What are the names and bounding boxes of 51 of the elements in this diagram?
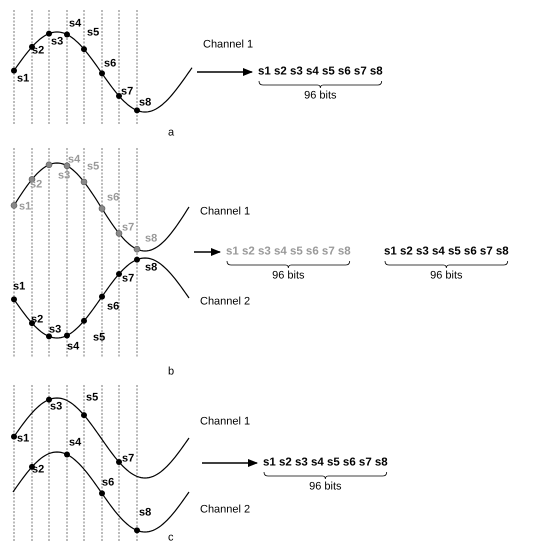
- channel-label: Channel 1: [200, 416, 250, 428]
- sample-label: s6: [107, 302, 120, 312]
- bit-count-label: 96 bits: [430, 270, 463, 282]
- sample-label: s7: [121, 86, 134, 98]
- sample-label: s3: [51, 36, 64, 48]
- sample-label: s1: [19, 202, 32, 212]
- sample-label: s6: [102, 478, 114, 488]
- sample-label: s7: [122, 274, 134, 284]
- sample-label: s5: [87, 162, 100, 172]
- channel-label: Channel 1: [203, 40, 254, 50]
- arrow: [197, 68, 253, 76]
- bit-sequence: s1 s2 s3 s4 s5 s6 s7 s8: [226, 246, 351, 258]
- sample-label: s1: [13, 282, 26, 292]
- arrow: [194, 248, 221, 256]
- waveform-drawing: [11, 384, 190, 542]
- sample-label: s7: [122, 222, 134, 234]
- sample-label: s5: [87, 28, 100, 38]
- bit-sequence: s1 s2 s3 s4 s5 s6 s7 s8: [258, 66, 383, 78]
- sample-label: s1: [17, 74, 30, 84]
- sample-label: s6: [107, 192, 120, 204]
- sample-label: s4: [68, 154, 80, 166]
- channel-label: Channel 2: [200, 504, 250, 516]
- bit-count-label: 96 bits: [304, 90, 337, 102]
- sample-label: s7: [122, 454, 134, 464]
- sample-label: s8: [145, 234, 158, 244]
- waveform-drawing: [11, 10, 192, 126]
- sample-label: s2: [30, 180, 42, 190]
- sample-label: s8: [139, 98, 152, 108]
- sample-label: s5: [93, 332, 106, 344]
- sample-label: s4: [67, 342, 80, 352]
- panel-label: a: [168, 128, 174, 138]
- bit-count-label: 96 bits: [272, 270, 305, 282]
- panel-label: c: [168, 532, 174, 543]
- bit-sequence: s1 s2 s3 s4 s5 s6 s7 s8: [263, 457, 388, 469]
- arrow: [202, 459, 258, 467]
- bit-sequence: s1 s2 s3 s4 s5 s6 s7 s8: [384, 246, 509, 258]
- sample-label: s3: [50, 402, 62, 412]
- waveform-drawing: [10, 148, 190, 358]
- sample-label: s4: [69, 18, 82, 30]
- sample-label: s8: [145, 262, 158, 274]
- panel-label: b: [168, 366, 174, 378]
- channel-label: Channel 1: [200, 206, 250, 218]
- sample-label: s6: [104, 58, 116, 70]
- sample-label: s3: [58, 170, 70, 182]
- bit-count-label: 96 bits: [309, 482, 342, 492]
- sample-label: s4: [69, 438, 82, 448]
- sample-label: s1: [17, 434, 30, 444]
- sample-label: s8: [139, 508, 152, 518]
- channel-label: Channel 2: [200, 296, 250, 308]
- sample-label: s3: [49, 324, 62, 336]
- sample-label: s5: [86, 392, 98, 404]
